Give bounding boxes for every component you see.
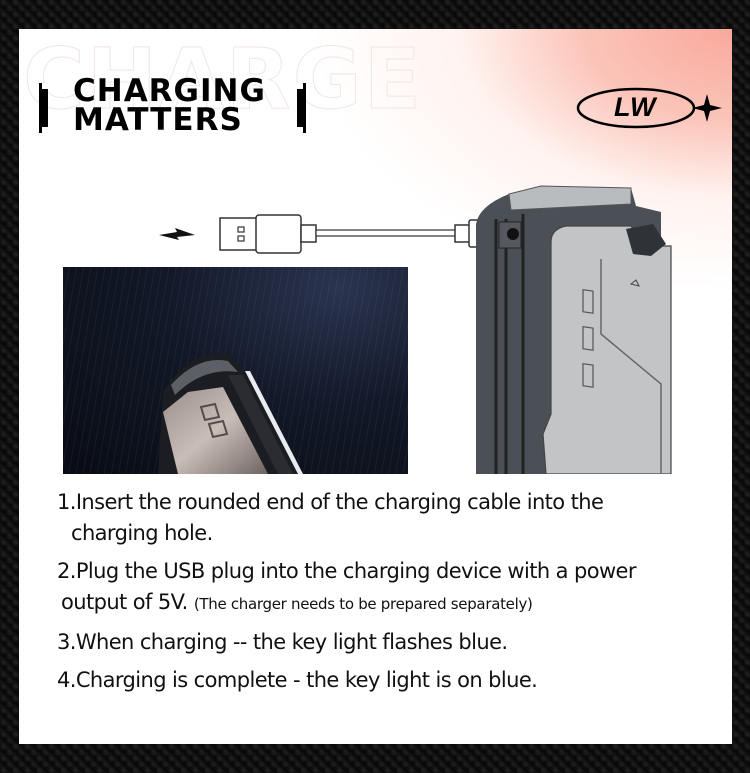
logo-ellipse-icon xyxy=(576,87,722,129)
bracket-close-icon xyxy=(297,83,306,133)
usb-cable-icon xyxy=(219,214,509,259)
background-watermark-text: CHARGE xyxy=(23,30,423,128)
title-line-2: MATTERS xyxy=(73,102,243,138)
instruction-list: 1.Insert the rounded end of the charging… xyxy=(57,487,732,703)
instruction-step-2: 2.Plug the USB plug into the charging de… xyxy=(57,559,637,614)
logo-text: LW xyxy=(614,92,657,122)
title-text: CHARGING MATTERS xyxy=(73,73,266,138)
four-point-star-icon xyxy=(692,94,722,122)
title-line-1: CHARGING xyxy=(73,73,266,109)
flashlight-head-photo xyxy=(63,267,408,474)
lightning-bolt-icon xyxy=(159,227,195,246)
instruction-step-1: 1.Insert the rounded end of the charging… xyxy=(57,490,604,545)
instruction-note: (The charger needs to be prepared separa… xyxy=(193,595,533,613)
instruction-step-3: 3.When charging -- the key light flashes… xyxy=(57,630,508,654)
instruction-step-4: 4.Charging is complete - the key light i… xyxy=(57,668,538,692)
content-panel: CHARGE CHARGING MATTERS LW xyxy=(19,29,732,744)
brand-logo: LW xyxy=(574,84,724,132)
bracket-open-icon xyxy=(39,83,48,133)
flashlight-charging-port-diagram xyxy=(471,184,686,479)
